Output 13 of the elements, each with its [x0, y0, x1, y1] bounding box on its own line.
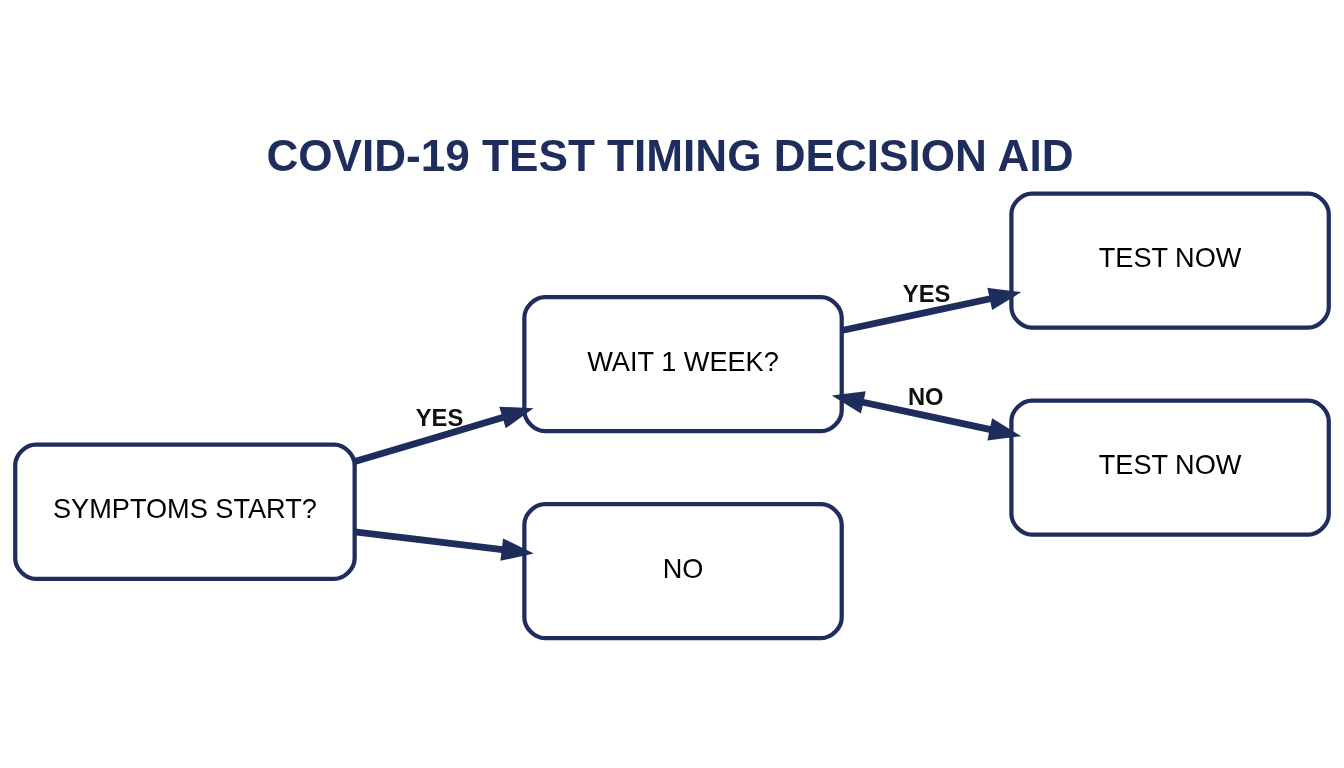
node-box: SYMPTOMS START? [13, 442, 357, 581]
edge-label: NO [907, 382, 944, 410]
arrow [831, 390, 1022, 440]
arrow [353, 406, 534, 465]
node-box: WAIT 1 WEEK? [522, 294, 844, 433]
edge-label: YES [415, 403, 464, 431]
arrow [354, 528, 534, 561]
diagram-title: COVID-19 TEST TIMING DECISION AID [266, 130, 1074, 180]
node-box: TEST NOW [1009, 190, 1331, 330]
node-box: NO [522, 501, 844, 640]
arrow [841, 287, 1022, 334]
edge-label: YES [902, 279, 951, 307]
node-box: TEST NOW [1009, 398, 1331, 537]
